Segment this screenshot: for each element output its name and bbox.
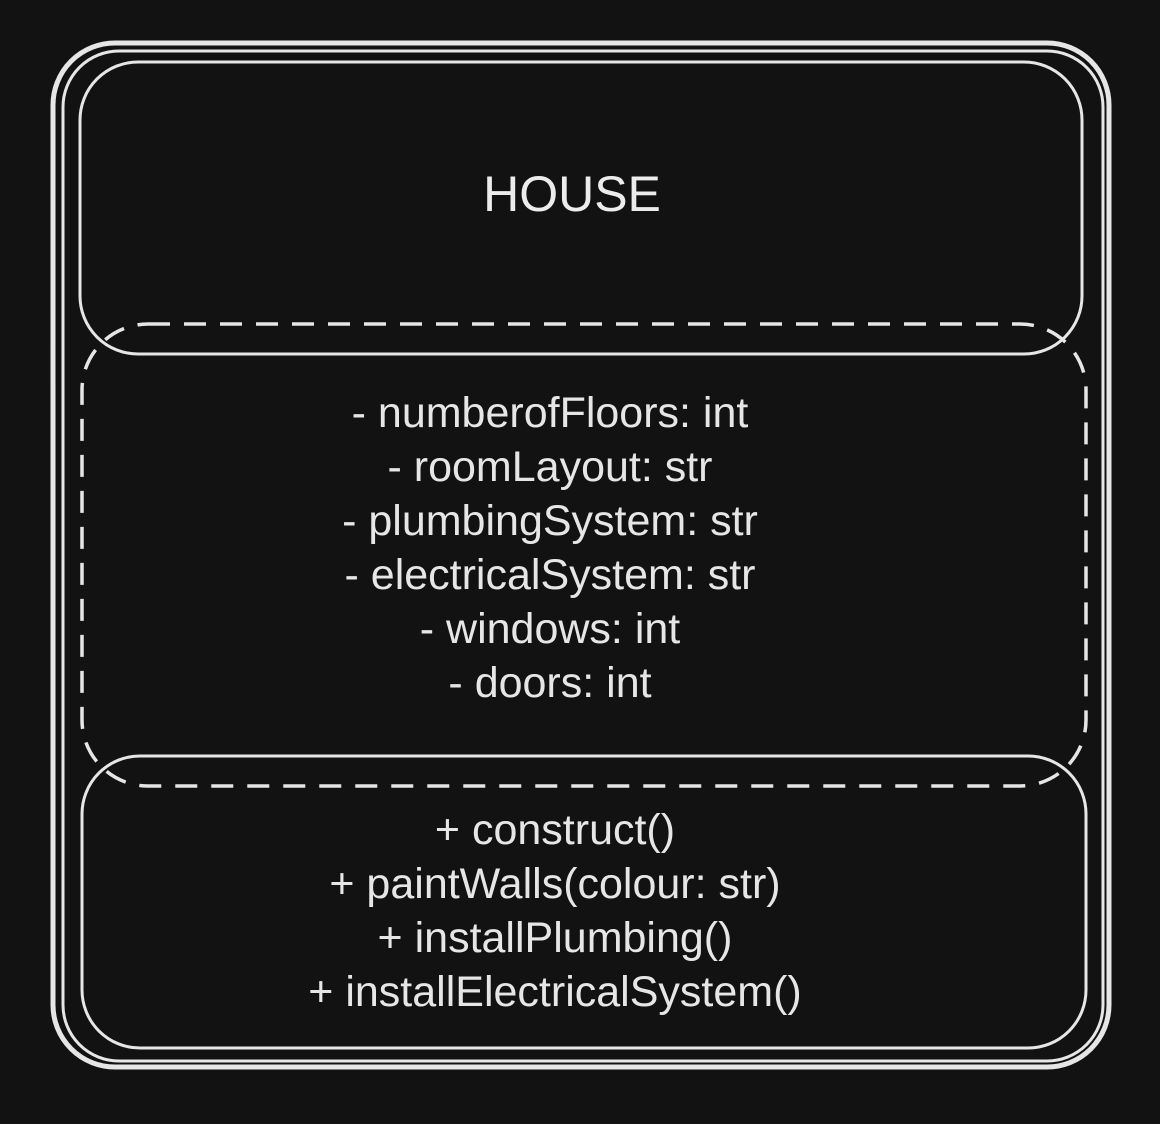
attributes-list: - numberofFloors: int - roomLayout: str … [80, 386, 1020, 710]
header-compartment [78, 60, 1084, 356]
attribute-item: - plumbingSystem: str [342, 497, 758, 545]
method-item: + installPlumbing() [377, 914, 733, 962]
method-item: + paintWalls(colour: str) [329, 860, 781, 908]
methods-compartment [80, 754, 1088, 1050]
class-name: HOUSE [483, 166, 661, 222]
outer-border [50, 40, 1112, 1070]
attribute-item: - doors: int [448, 659, 652, 707]
methods-list: + construct() + paintWalls(colour: str) … [80, 803, 1030, 1019]
attribute-item: - electricalSystem: str [344, 551, 756, 599]
method-item: + installElectricalSystem() [308, 968, 802, 1016]
outer-border-inner [61, 49, 1105, 1063]
attribute-item: - roomLayout: str [387, 443, 713, 491]
attribute-item: - numberofFloors: int [351, 389, 749, 437]
attributes-compartment [80, 322, 1088, 788]
method-item: + construct() [434, 806, 676, 854]
attribute-item: - windows: int [419, 605, 681, 653]
